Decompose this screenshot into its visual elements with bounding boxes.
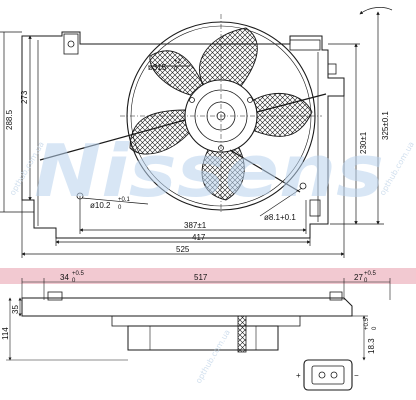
- side-view: [6, 278, 391, 391]
- connector-minus-sign: −: [354, 371, 359, 380]
- dim-mount-hole-left: ø10.2: [90, 201, 111, 210]
- brand-watermark: Nissens: [34, 129, 384, 213]
- center-lines: [120, 14, 322, 212]
- fan-blade: [201, 141, 245, 201]
- dim-mount-hole-left-tol-up: +0.1: [118, 197, 131, 203]
- dim-connector-offset: 18.3: [367, 338, 376, 354]
- dim-right-offset-tol-down: 0: [364, 278, 368, 284]
- fan-blade: [249, 93, 313, 137]
- dim-total-depth: 114: [1, 327, 10, 340]
- fan-blade: [149, 50, 205, 97]
- dim-fan-diameter: ø315: [148, 63, 167, 72]
- dim-mount-hole-left-tol-down: 0: [118, 205, 122, 211]
- top-view: [21, 31, 345, 239]
- dim-left-offset-tol-up: +0.5: [72, 271, 85, 277]
- dim-right-offset-tol-up: +0.5: [364, 271, 377, 277]
- dim-inner-height: 273: [20, 90, 29, 104]
- dim-fan-diameter-tol-up: +2: [174, 59, 182, 65]
- dim-height-230: 230±1: [359, 131, 368, 154]
- fan-blades: [129, 27, 313, 201]
- dim-mount-hole-right: ø8.1+0.1: [264, 213, 296, 222]
- dim-right-offset: 27: [354, 273, 363, 282]
- dim-connector-offset-tol-down: 0: [372, 326, 378, 330]
- dim-connector-offset-tol-up: +0.5: [364, 317, 370, 330]
- motor-body: [127, 325, 279, 351]
- dim-width-417: 417: [192, 233, 206, 242]
- connector-plus-sign: +: [296, 371, 301, 380]
- dim-overall-height: 288.5: [5, 109, 14, 130]
- shroud-outline: [21, 31, 345, 239]
- dim-left-offset: 34: [60, 273, 69, 282]
- dim-width-525: 525: [176, 245, 190, 254]
- electrical-connector: [303, 359, 353, 391]
- site-watermark-bottom: opthub.com.ua: [194, 328, 232, 385]
- dim-height-325: 325±0.1: [381, 111, 390, 140]
- dim-width-387: 387±1: [184, 221, 207, 230]
- dim-left-offset-tol-down: 0: [72, 278, 76, 284]
- dim-center-width: 517: [194, 273, 208, 282]
- motor-struts: [39, 93, 327, 193]
- fan-blade: [199, 27, 258, 91]
- top-dimensions: [0, 7, 393, 258]
- section-band: [0, 268, 416, 284]
- dim-shroud-depth: 35: [11, 305, 20, 314]
- dim-fan-diameter-tol-down: 0: [174, 67, 178, 73]
- fan-blade: [129, 109, 191, 155]
